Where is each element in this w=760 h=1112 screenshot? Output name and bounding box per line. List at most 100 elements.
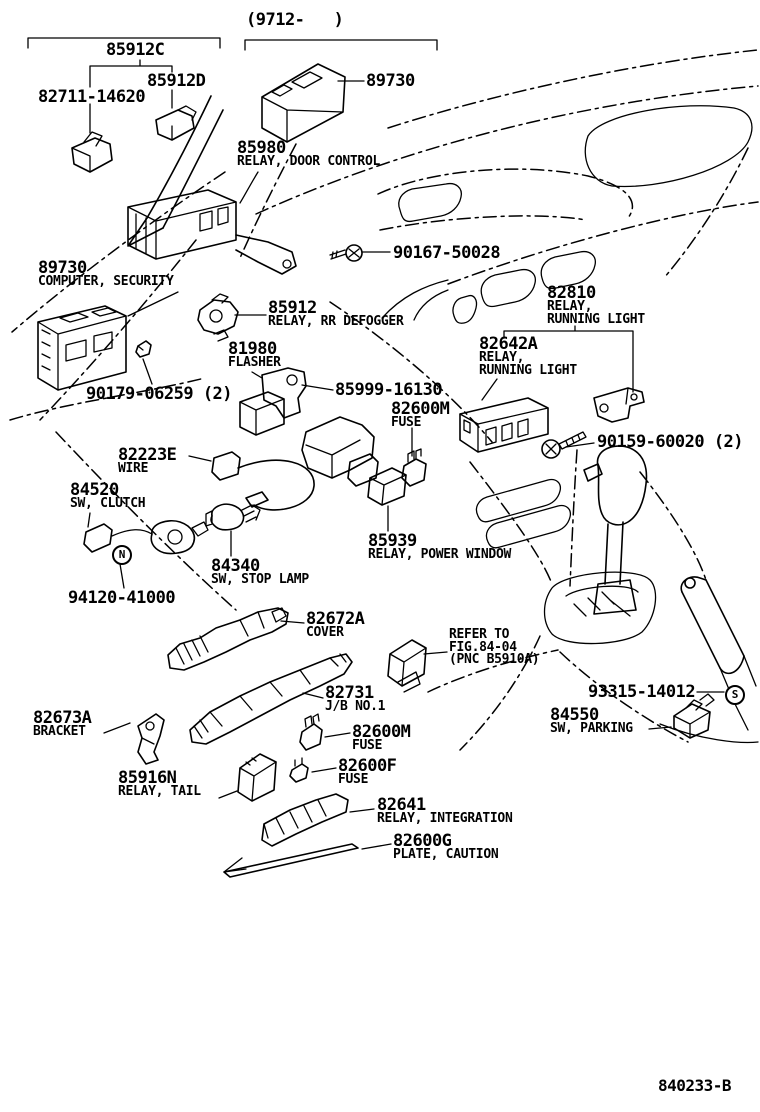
gear-shifter-drawing <box>543 445 657 645</box>
part-label-85912c: 85912C <box>106 40 165 60</box>
part-description: SW, CLUTCH <box>70 496 146 511</box>
part-number: 82600M <box>391 399 450 419</box>
direction-arrow <box>127 95 224 247</box>
part-description: COMPUTER, SECURITY <box>38 274 174 289</box>
part-number: 82641 <box>377 795 426 815</box>
part-82810-bracket <box>593 387 645 423</box>
part-label-93315-14012: 93315-14012 <box>588 682 696 702</box>
part-description: REFER TO <box>449 627 510 642</box>
part-drawings <box>37 63 715 878</box>
part-number: 85980 <box>237 138 286 158</box>
part-description: RELAY, DOOR CONTROL <box>237 154 381 169</box>
part-number: 93315-14012 <box>588 682 696 702</box>
part-description: RUNNING LIGHT <box>547 311 645 327</box>
part-89730-relay-top <box>261 63 346 143</box>
part-82672a-cover <box>167 607 289 671</box>
part-description: RELAY, INTEGRATION <box>377 811 513 826</box>
part-center-connector <box>301 416 379 487</box>
part-number: 84520 <box>70 480 119 500</box>
part-number: 82600G <box>393 831 452 851</box>
part-number: (9712- ) <box>246 10 344 30</box>
part-82600m-fuse-lower <box>299 713 323 751</box>
part-81980-flasher <box>239 367 307 436</box>
part-label-period-9712: (9712- ) <box>246 10 344 30</box>
part-84550-parking-switch <box>673 693 715 739</box>
part-number: 82711-14620 <box>38 87 146 107</box>
part-description: J/B NO.1 <box>325 699 386 714</box>
part-number: 82642A <box>479 334 538 354</box>
part-number: 84340 <box>211 556 260 576</box>
part-label-90159-60020: 90159-60020 (2) <box>597 432 744 452</box>
part-number: 94120-41000 <box>68 588 176 608</box>
part-84340-stop-lamp-switch <box>205 503 261 531</box>
part-number: 90159-60020 (2) <box>597 432 744 452</box>
part-90179-clip <box>135 340 152 358</box>
part-label-82711-14620: 82711-14620 <box>38 87 146 107</box>
part-85939-relay <box>367 467 407 506</box>
part-description: RELAY, POWER WINDOW <box>368 547 512 562</box>
part-85916n-relay <box>237 753 277 802</box>
part-number: 85916N <box>118 768 177 788</box>
part-description: RELAY, RR DEFOGGER <box>268 314 404 329</box>
part-description: FUSE <box>338 772 369 787</box>
dashboard-outline <box>9 49 759 751</box>
part-description: SW, PARKING <box>550 721 633 736</box>
part-number: 85939 <box>368 531 417 551</box>
part-description: RELAY, <box>547 299 593 314</box>
parking-brake-drawing <box>659 576 759 744</box>
part-description: FUSE <box>391 415 422 430</box>
part-description: COVER <box>306 625 344 640</box>
part-description: RUNNING LIGHT <box>479 362 577 378</box>
part-82641-relay <box>261 793 349 847</box>
part-number: 89730 <box>38 258 87 278</box>
part-description: BRACKET <box>33 724 86 739</box>
part-label-85912d: 85912D <box>147 73 206 90</box>
part-82223e-wire <box>211 451 315 511</box>
part-description: RELAY, TAIL <box>118 784 201 799</box>
part-number: 82731 <box>325 683 374 703</box>
part-description: FIG.84-04 <box>449 639 517 655</box>
part-84520-clutch-switch <box>83 519 209 555</box>
part-number: 90167-50028 <box>393 243 501 263</box>
part-refer-relay <box>387 639 427 693</box>
part-label-89730-top: 89730 <box>366 73 415 90</box>
part-82731-junction-block <box>189 653 353 745</box>
part-label-90167-50028: 90167-50028 <box>393 243 501 263</box>
part-label-85999-16130: 85999-16130 <box>335 380 443 400</box>
part-description: FUSE <box>352 738 383 753</box>
part-90167-screw <box>329 244 363 262</box>
part-number: 85912C <box>106 40 165 60</box>
part-label-90179-06259: 90179-06259 (2) <box>86 386 233 403</box>
part-description: SW, STOP LAMP <box>211 572 309 587</box>
part-description: FLASHER <box>228 355 281 370</box>
part-description: PLATE, CAUTION <box>393 847 499 862</box>
part-number: 82810 <box>547 283 596 303</box>
part-number: 81980 <box>228 339 277 359</box>
part-number: 82672A <box>306 609 365 629</box>
part-number: 85999-16130 <box>335 380 443 400</box>
part-number: 84550 <box>550 705 599 725</box>
part-89730-security-computer <box>37 305 127 391</box>
part-82600f-fuse <box>289 757 309 783</box>
grommet-symbol-n: N <box>112 545 132 565</box>
